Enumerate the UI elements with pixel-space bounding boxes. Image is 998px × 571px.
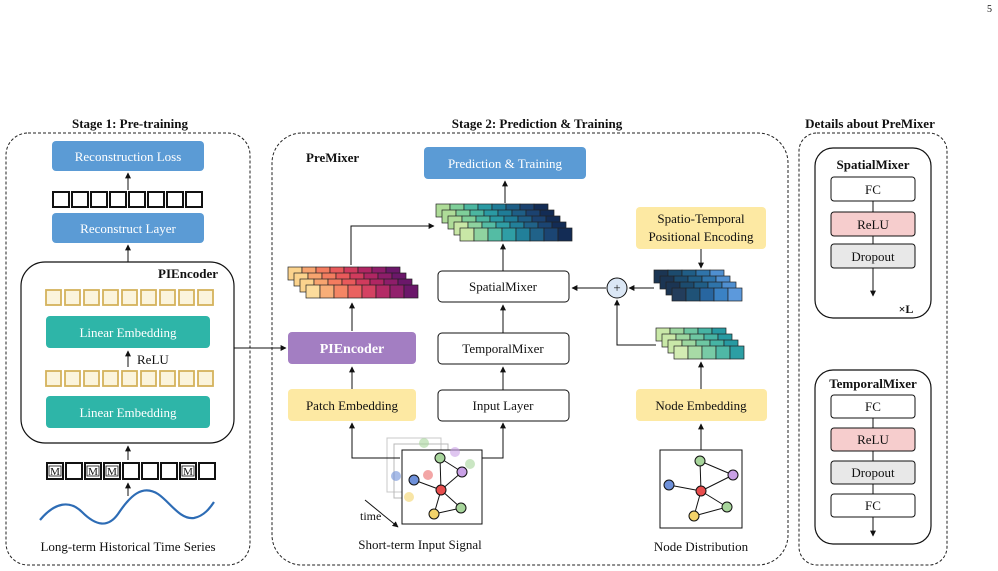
mask-label: M: [50, 466, 60, 478]
mask-label: M: [88, 466, 98, 478]
piencoder-output-stack: [287, 266, 419, 299]
linear-embedding-bottom-box: Linear Embedding: [46, 396, 210, 428]
temporal-mixer-detail-title: TemporalMixer: [829, 376, 917, 391]
reconstruct-layer-label: Reconstruct Layer: [80, 221, 176, 236]
masked-token-row: M M M M: [46, 462, 216, 480]
plus-label: +: [613, 280, 620, 295]
temporal-relu-label: ReLU: [857, 432, 889, 447]
node-embedding-box: Node Embedding: [636, 389, 767, 421]
stage2-panel: [271, 132, 789, 566]
piencoder-box: PIEncoder: [288, 332, 416, 364]
spatial-relu-label: ReLU: [857, 217, 889, 232]
spatial-mixer-detail: SpatialMixer FC ReLU Dropout ×L: [814, 147, 932, 319]
short-term-signal-label: Short-term Input Signal: [358, 537, 482, 552]
token-row-bottom: [45, 370, 214, 387]
temporal-mixer-detail: TemporalMixer FC ReLU Dropout FC: [814, 369, 932, 545]
reconstruction-loss-label: Reconstruction Loss: [75, 149, 182, 164]
output-tensor-stack: [435, 203, 573, 242]
piencoder-title: PIEncoder: [158, 266, 218, 281]
patch-embedding-label: Patch Embedding: [306, 398, 399, 413]
arrow: [350, 223, 435, 265]
spatial-fc-label: FC: [865, 182, 881, 197]
temporal-mixer-label: TemporalMixer: [462, 341, 544, 356]
premixer-label: PreMixer: [306, 150, 359, 165]
prediction-training-box: Prediction & Training: [424, 147, 586, 179]
page-number: 5: [987, 4, 992, 15]
node-distribution-label: Node Distribution: [654, 539, 749, 554]
add-operator: +: [606, 277, 628, 299]
time-series-wave: [39, 489, 215, 525]
arrow: [349, 422, 400, 459]
spatial-dropout-label: Dropout: [851, 249, 895, 264]
node-embedding-tensor-stack: [655, 327, 745, 360]
spatial-mixer-label: SpatialMixer: [469, 279, 538, 294]
linear-embedding-top-label: Linear Embedding: [79, 325, 177, 340]
stage1-title: Stage 1: Pre-training: [72, 116, 189, 131]
relu-label: ReLU: [137, 352, 169, 367]
mask-label: M: [183, 466, 193, 478]
spatial-mixer-box: SpatialMixer: [437, 270, 570, 303]
long-term-series-label: Long-term Historical Time Series: [40, 539, 215, 554]
prediction-training-label: Prediction & Training: [448, 156, 563, 171]
stpe-label-line1: Spatio-Temporal: [657, 211, 745, 226]
input-layer-box: Input Layer: [437, 389, 570, 422]
piencoder-label: PIEncoder: [320, 342, 385, 357]
piencoder-panel: [20, 261, 235, 444]
linear-embedding-bottom-label: Linear Embedding: [79, 405, 177, 420]
details-panel: [798, 132, 948, 566]
details-title: Details about PreMixer: [805, 116, 935, 131]
short-term-signal-graphic: [364, 437, 483, 528]
mask-label: M: [107, 466, 117, 478]
spatial-mixer-detail-title: SpatialMixer: [837, 157, 910, 172]
temporal-fc1-label: FC: [865, 399, 881, 414]
temporal-fc2-label: FC: [865, 498, 881, 513]
time-label: time: [360, 509, 381, 523]
stpe-label-line2: Positional Encoding: [648, 229, 754, 244]
arrow: [614, 299, 656, 346]
stpe-tensor-stack: [653, 269, 743, 302]
node-embedding-label: Node Embedding: [655, 398, 747, 413]
patch-embedding-box: Patch Embedding: [288, 389, 416, 421]
stage2-title: Stage 2: Prediction & Training: [452, 116, 623, 131]
arrow: [482, 422, 506, 459]
temporal-dropout-label: Dropout: [851, 465, 895, 480]
node-distribution-graphic: [659, 449, 743, 529]
linear-embedding-top-box: Linear Embedding: [46, 316, 210, 348]
token-row-top: [45, 289, 214, 306]
repeat-label: ×L: [899, 302, 914, 316]
stage1-panel: [5, 132, 251, 566]
temporal-mixer-box: TemporalMixer: [437, 332, 570, 365]
reconstruction-loss-box: Reconstruction Loss: [52, 141, 204, 171]
stpe-box: Spatio-Temporal Positional Encoding: [636, 207, 766, 249]
input-layer-label: Input Layer: [472, 398, 534, 413]
output-token-row: [52, 191, 203, 208]
reconstruct-layer-box: Reconstruct Layer: [52, 213, 204, 243]
